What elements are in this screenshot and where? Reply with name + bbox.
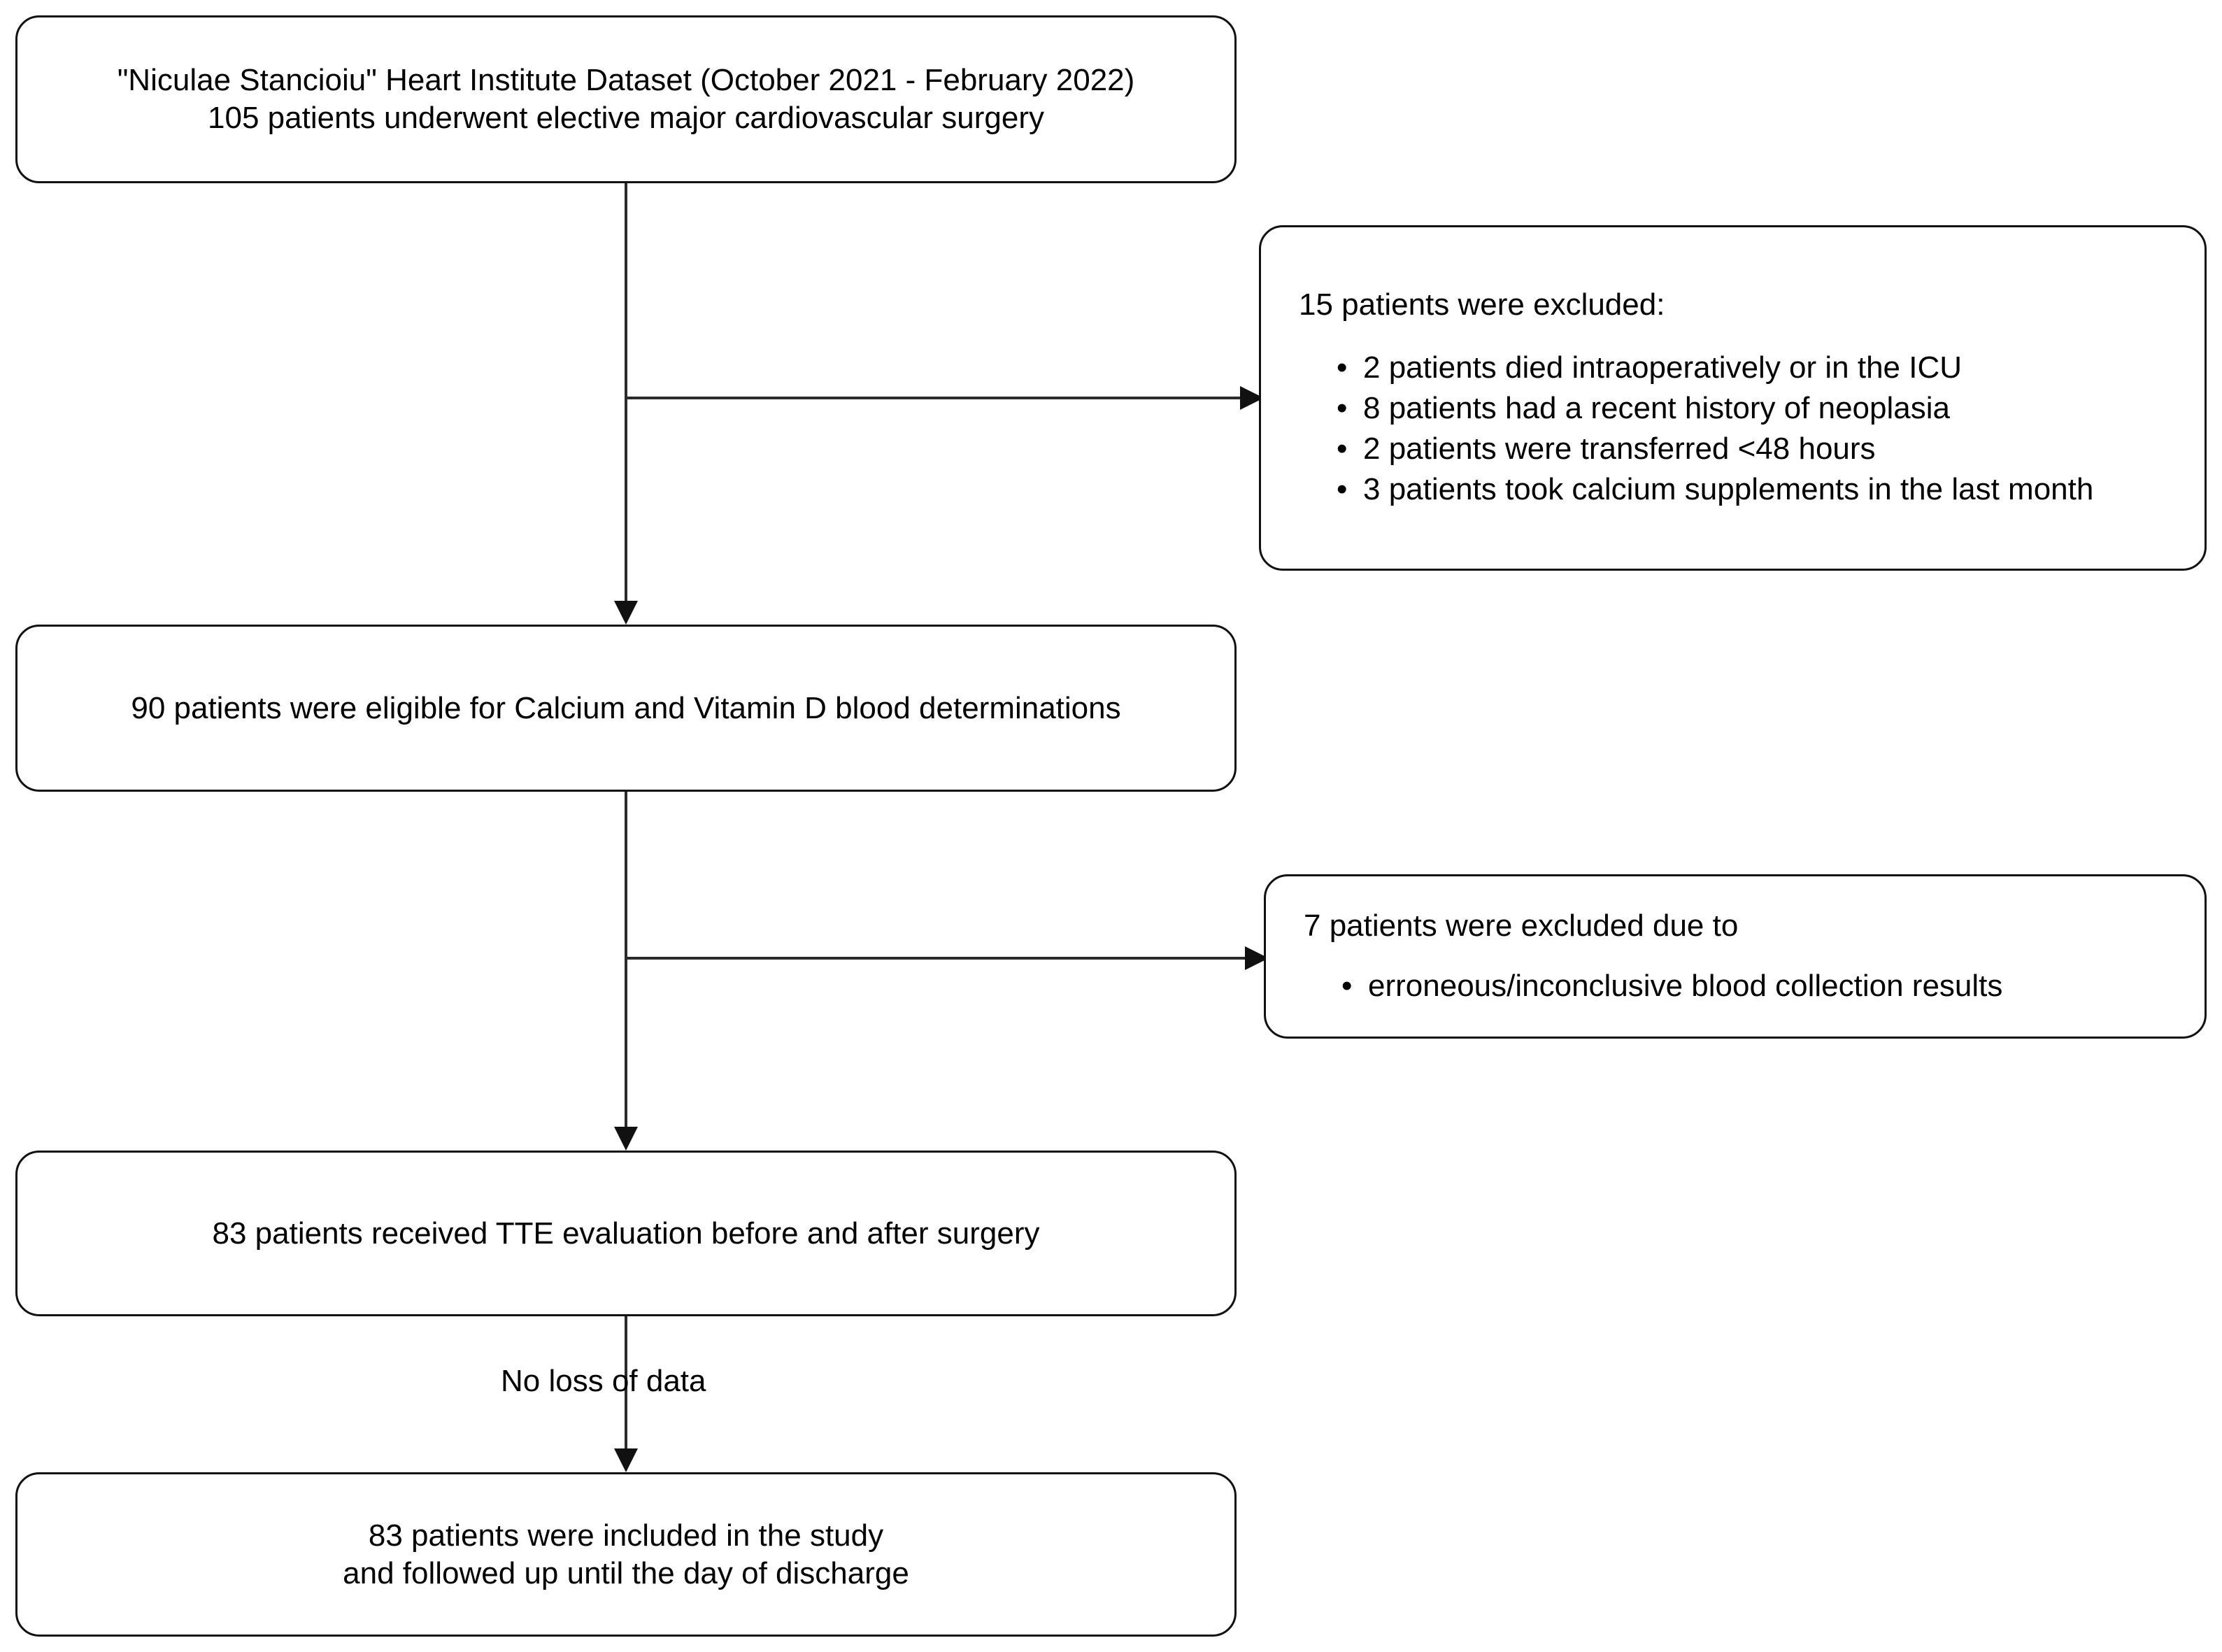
node-included: 83 patients were included in the study a… xyxy=(15,1472,1237,1637)
connector-tte-to-included xyxy=(625,1316,627,1448)
list-item: • 3 patients took calcium supplements in… xyxy=(1337,469,2094,510)
node-excluded-1-heading: 15 patients were excluded: xyxy=(1299,287,1665,322)
list-item: • erroneous/inconclusive blood collectio… xyxy=(1341,966,2003,1006)
connector-branch-excluded-2 xyxy=(626,957,1245,960)
arrow-into-tte xyxy=(614,1127,638,1151)
arrow-into-eligible xyxy=(614,601,638,625)
list-item: • 2 patients died intraoperatively or in… xyxy=(1337,348,2093,388)
list-item: • 8 patients had a recent history of neo… xyxy=(1337,388,2093,429)
list-item-label: 3 patients took calcium supplements in t… xyxy=(1363,472,2094,506)
bullet-icon: • xyxy=(1337,472,1348,506)
node-excluded-2-heading: 7 patients were excluded due to xyxy=(1304,908,1739,943)
arrow-into-included xyxy=(614,1448,638,1472)
connector-dataset-to-eligible xyxy=(625,183,627,601)
bullet-icon: • xyxy=(1341,968,1353,1003)
node-excluded-2-list: • erroneous/inconclusive blood collectio… xyxy=(1266,966,2002,1006)
bullet-icon: • xyxy=(1337,432,1348,466)
edge-label-no-loss-of-data: No loss of data xyxy=(501,1364,706,1398)
bullet-icon: • xyxy=(1337,391,1348,425)
node-excluded-1: 15 patients were excluded: • 2 patients … xyxy=(1259,225,2207,571)
bullet-icon: • xyxy=(1337,350,1348,385)
list-item-label: 2 patients died intraoperatively or in t… xyxy=(1363,350,1963,385)
node-tte-text: 83 patients received TTE evaluation befo… xyxy=(212,1216,1040,1251)
node-excluded-1-list: • 2 patients died intraoperatively or in… xyxy=(1261,348,2093,510)
node-included-text: 83 patients were included in the study a… xyxy=(343,1518,909,1590)
node-dataset-text: "Niculae Stancioiu" Heart Institute Data… xyxy=(117,63,1135,135)
node-excluded-2: 7 patients were excluded due to • errone… xyxy=(1264,874,2207,1039)
node-eligible: 90 patients were eligible for Calcium an… xyxy=(15,625,1237,792)
node-tte: 83 patients received TTE evaluation befo… xyxy=(15,1151,1237,1316)
connector-branch-excluded-1 xyxy=(626,397,1240,399)
list-item-label: 8 patients had a recent history of neopl… xyxy=(1363,391,1950,425)
list-item: • 2 patients were transferred <48 hours xyxy=(1337,429,2093,469)
node-eligible-text: 90 patients were eligible for Calcium an… xyxy=(131,690,1121,725)
list-item-label: erroneous/inconclusive blood collection … xyxy=(1368,968,2003,1003)
list-item-label: 2 patients were transferred <48 hours xyxy=(1363,432,1876,466)
node-dataset: "Niculae Stancioiu" Heart Institute Data… xyxy=(15,15,1237,183)
